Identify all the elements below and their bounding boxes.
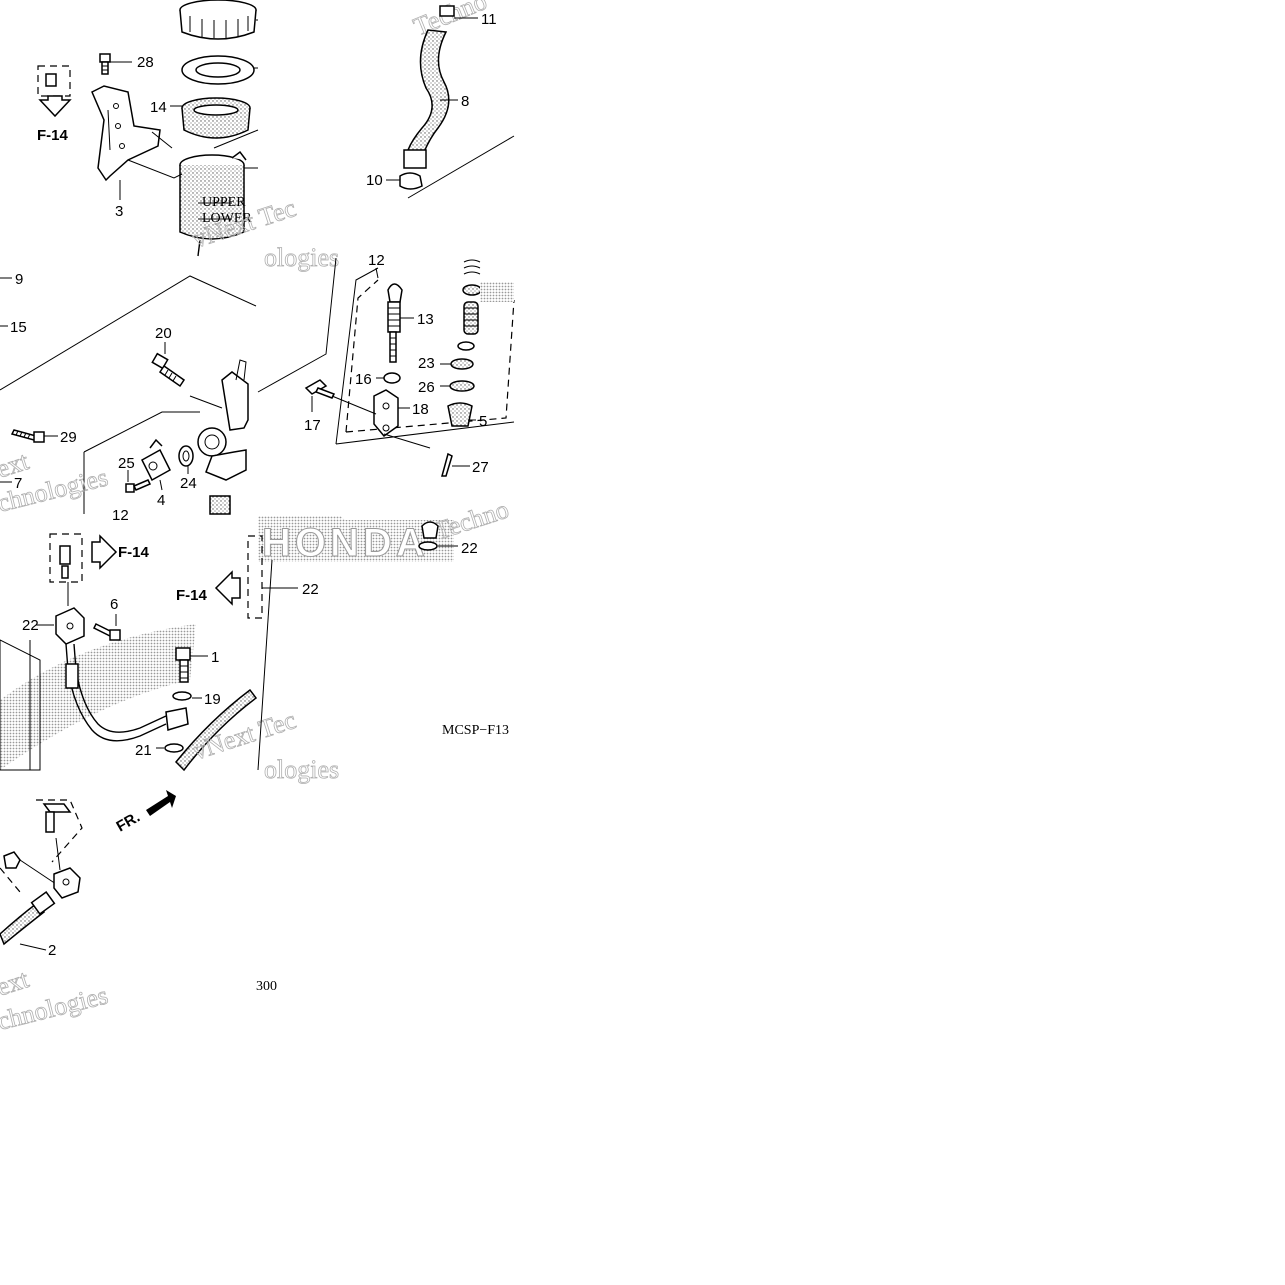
callout-21: 1	[211, 649, 219, 666]
push-rod	[387, 283, 403, 363]
front-direction-arrow: FR.	[114, 790, 176, 836]
ref-arrow-down	[38, 95, 72, 118]
callout-6: 22	[302, 581, 319, 598]
callout-2: 2	[48, 942, 56, 959]
seal-23	[450, 358, 474, 370]
callout-13: 13	[417, 311, 434, 328]
callout-24: 24	[180, 475, 197, 492]
honda-wing-halftone	[0, 624, 196, 770]
callout-28: 28	[137, 54, 154, 71]
ref-f14-top: F-14	[37, 127, 69, 144]
lower-hose-fitting	[42, 803, 72, 833]
ref-f14-mid-right: F-14	[118, 544, 150, 561]
tile-hose: Techno 11 8 10	[366, 0, 515, 199]
ref-arrow-right	[91, 534, 118, 570]
tile-lower-hose: 2 FR. ext chnologies 300	[0, 790, 277, 1036]
reservoir-body: UPPER LOWER	[179, 150, 252, 257]
callout-27: 27	[472, 459, 489, 476]
callout-12-upper: 12	[368, 252, 385, 269]
callout-4: 4	[157, 492, 165, 509]
banjo-bolt	[418, 521, 439, 551]
callout-1: 22	[22, 617, 39, 634]
bolt-25	[125, 479, 152, 493]
watermark: Techno	[431, 495, 512, 546]
hose-joint-4	[141, 438, 171, 482]
page-number: 300	[256, 979, 277, 994]
bleeder-bolt	[175, 647, 191, 683]
callout-17: 17	[304, 417, 321, 434]
callout-29: 29	[60, 429, 77, 446]
ref-arrow-left	[214, 570, 241, 606]
honda-wing-fragment	[480, 282, 514, 302]
callout-22-mid: 19	[204, 691, 221, 708]
lower-hose-joint	[53, 867, 81, 899]
callout-3: 3	[115, 203, 123, 220]
hose-clip-10	[399, 172, 423, 190]
brake-hose-lower	[174, 688, 258, 772]
callout-25: 25	[118, 455, 135, 472]
watermark: ologies	[264, 243, 339, 272]
callout-11: 11	[481, 11, 497, 28]
callout-10: 10	[366, 172, 383, 189]
bolt-20	[151, 352, 186, 388]
callout-16: 26	[418, 379, 435, 396]
bolt-19	[92, 622, 121, 641]
reservoir-plate	[181, 55, 255, 85]
lower-hose-nut	[3, 851, 21, 869]
bolt-28	[99, 53, 111, 75]
reservoir-diaphragm	[181, 97, 251, 139]
washer-22	[172, 691, 192, 701]
callout-9: 9	[15, 271, 23, 288]
callout-5: 5	[479, 413, 487, 430]
callout-14: 14	[150, 99, 167, 116]
callout-22-top: 22	[461, 540, 478, 557]
cotter-pin	[441, 452, 453, 477]
honda-logo-text: HONDA	[262, 521, 429, 565]
washer-24	[178, 445, 194, 467]
hose-clip-11	[439, 5, 455, 17]
tile-push-rod: 12 13 16 18 17	[257, 252, 515, 477]
tile-master-cylinder: 9 15 20 29 7	[0, 271, 257, 524]
nut-26	[383, 372, 401, 384]
dust-boot	[447, 402, 473, 427]
callout-7: 7	[14, 475, 22, 492]
front-marker: FR.	[114, 809, 143, 836]
hose-joint-1	[55, 607, 85, 645]
callout-19: 6	[110, 596, 118, 613]
callout-23: 23	[418, 355, 435, 372]
bolt-29	[10, 429, 45, 443]
reservoir-cap	[179, 0, 257, 40]
callout-22-low: 21	[135, 742, 152, 759]
callout-26: 16	[355, 371, 372, 388]
reservoir-hose	[403, 29, 450, 169]
tile-brake-hose: F-14 F-14 22 6 1	[0, 533, 300, 772]
joint-pin-17	[304, 379, 336, 399]
callout-15: 15	[10, 319, 27, 336]
brake-hose-2	[0, 903, 46, 946]
piston-spring	[457, 259, 482, 351]
washer-22	[164, 743, 184, 753]
tile-reservoir: 14 UPPER LOWER 3	[37, 0, 340, 272]
callout-18: 18	[412, 401, 429, 418]
circlip-16	[449, 380, 475, 392]
callout-8: 8	[461, 93, 469, 110]
callout-20: 20	[155, 325, 172, 342]
reservoir-bracket	[91, 85, 183, 182]
callout-12-lower: 12	[112, 507, 129, 524]
watermark: ext	[0, 446, 33, 484]
ref-f14-mid-left: F-14	[176, 587, 208, 604]
watermark: ext	[0, 964, 33, 1002]
master-cylinder	[197, 359, 249, 515]
drawing-code: MCSP−F13	[442, 723, 509, 738]
push-rod-joint	[373, 389, 399, 438]
watermark: ologies	[264, 755, 339, 784]
tile-logo: HONDA Techno 22 22 MCSP−F13 ologies	[247, 494, 513, 784]
